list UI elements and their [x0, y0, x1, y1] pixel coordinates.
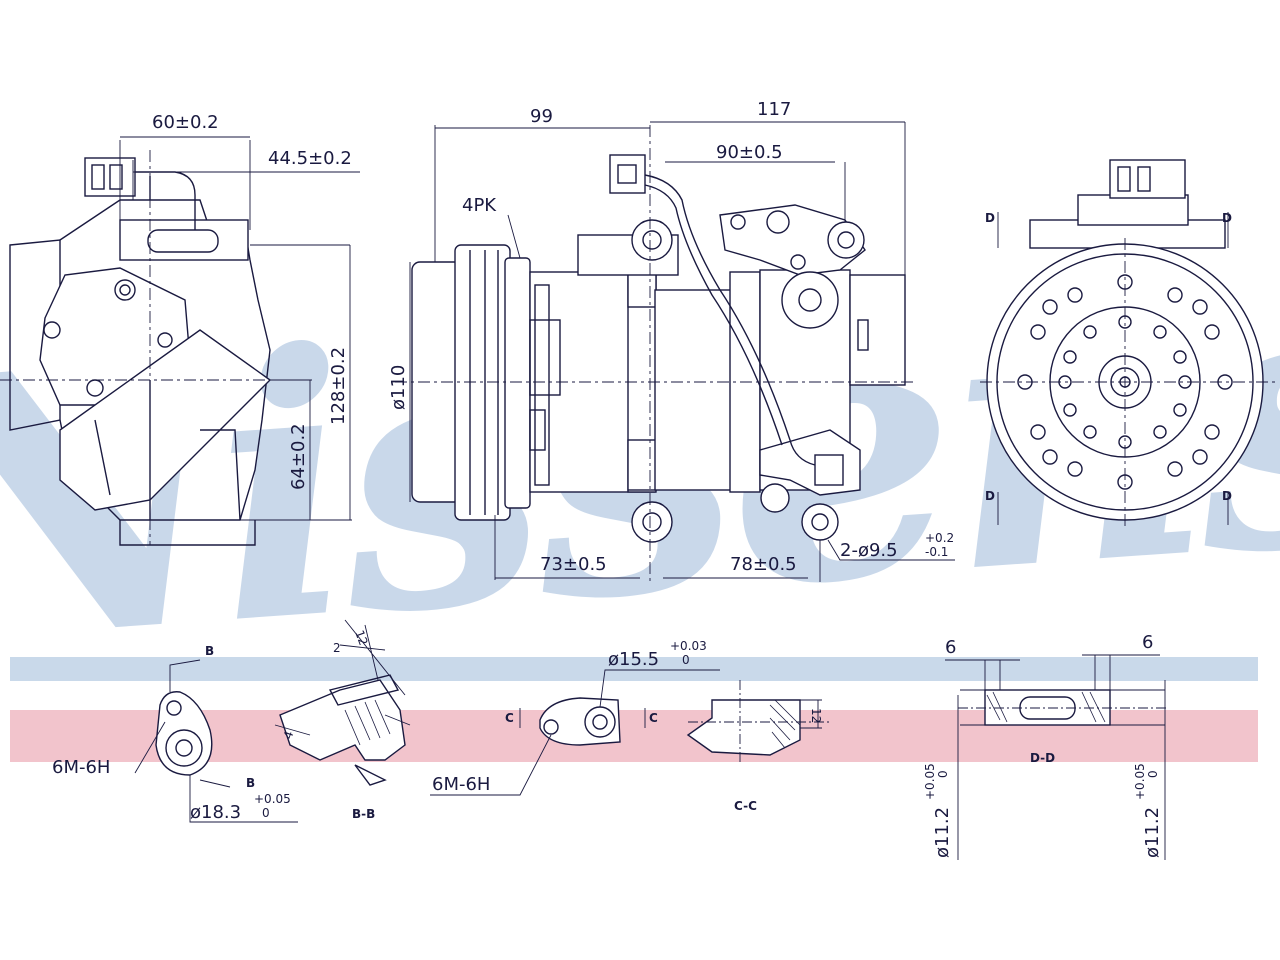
side-dim-width: 60±0.2	[152, 112, 219, 133]
detail-b-tol-bottom: 0	[262, 806, 270, 820]
detail-b-port: B B 6M-6H ø18.3 +0.05 0	[52, 644, 298, 823]
detail-c-tol-top: +0.03	[670, 639, 707, 653]
section-b-dim-b: 2	[333, 641, 341, 655]
section-b-dim-a: 12	[352, 628, 370, 647]
pulley-section-mark-tl: D	[985, 211, 995, 225]
front-belt-label: 4PK	[462, 195, 497, 216]
section-c-label: C-C	[734, 799, 757, 813]
section-d-bore-right-tol-bottom: 0	[1146, 770, 1160, 778]
section-d-bore-right-tol-top: +0.05	[1133, 763, 1147, 800]
front-dim-right: 117	[757, 99, 791, 120]
section-d-d: 6 6 D-D ø11.2 +0.05 0 ø11.2 +0.05 0	[923, 632, 1168, 860]
pulley-section-mark-br: D	[1222, 489, 1232, 503]
watermark-band-blue	[10, 657, 1258, 681]
front-dim-inner: 90±0.5	[716, 142, 783, 163]
section-d-bore-left-tol-bottom: 0	[936, 770, 950, 778]
front-diameter: ø110	[388, 365, 409, 410]
detail-c-port: C C ø15.5 +0.03 0 6M-6H	[430, 639, 720, 796]
side-view: 60±0.2 44.5±0.2 128±0.2 64±0.2	[0, 112, 360, 546]
detail-c-tol-bottom: 0	[682, 653, 690, 667]
pulley-section-mark-tr: D	[1222, 211, 1232, 225]
side-dim-offset: 44.5±0.2	[268, 148, 352, 169]
detail-b-mark-top: B	[205, 644, 214, 658]
front-dim-bottom-left: 73±0.5	[540, 554, 607, 575]
pulley-section-mark-bl: D	[985, 489, 995, 503]
detail-b-tol-top: +0.05	[254, 792, 291, 806]
side-dim-height: 128±0.2	[328, 347, 349, 425]
section-b-label: B-B	[352, 807, 375, 821]
detail-c-mark-left: C	[505, 711, 514, 725]
section-c-dim-a: 12	[809, 708, 823, 723]
section-d-label: D-D	[1030, 751, 1055, 765]
detail-c-thread: 6M-6H	[432, 774, 490, 795]
section-c-c: 12 C-C	[686, 680, 830, 813]
side-dim-mid: 64±0.2	[288, 423, 309, 490]
front-dim-left: 99	[530, 106, 553, 127]
section-d-dim-left: 6	[945, 637, 956, 658]
section-b-b: 12 2 4 B-B	[274, 619, 411, 821]
detail-b-bore: ø18.3	[190, 802, 241, 823]
pulley-outer-holes	[1017, 274, 1233, 490]
detail-b-thread: 6M-6H	[52, 757, 110, 778]
detail-b-mark-bottom: B	[246, 776, 255, 790]
front-holes-label: 2-ø9.5	[840, 540, 898, 561]
front-holes-tol-top: +0.2	[925, 531, 954, 545]
pulley-view: D D D D	[980, 159, 1275, 530]
pulley-inner-holes	[1058, 315, 1192, 449]
front-holes-tol-bottom: -0.1	[925, 545, 948, 559]
section-d-bore-left-tol-top: +0.05	[923, 763, 937, 800]
section-d-bore-left: ø11.2	[932, 807, 953, 858]
front-dim-bottom-right: 78±0.5	[730, 554, 797, 575]
detail-c-mark-right: C	[649, 711, 658, 725]
detail-c-bore: ø15.5	[608, 649, 659, 670]
section-d-bore-right: ø11.2	[1142, 807, 1163, 858]
front-view: 99 117 90±0.5 4PK ø110 73±0.5 78±0.5 2-ø…	[388, 99, 955, 585]
section-b-dim-c: 4	[281, 729, 297, 741]
section-d-dim-right: 6	[1142, 632, 1153, 653]
